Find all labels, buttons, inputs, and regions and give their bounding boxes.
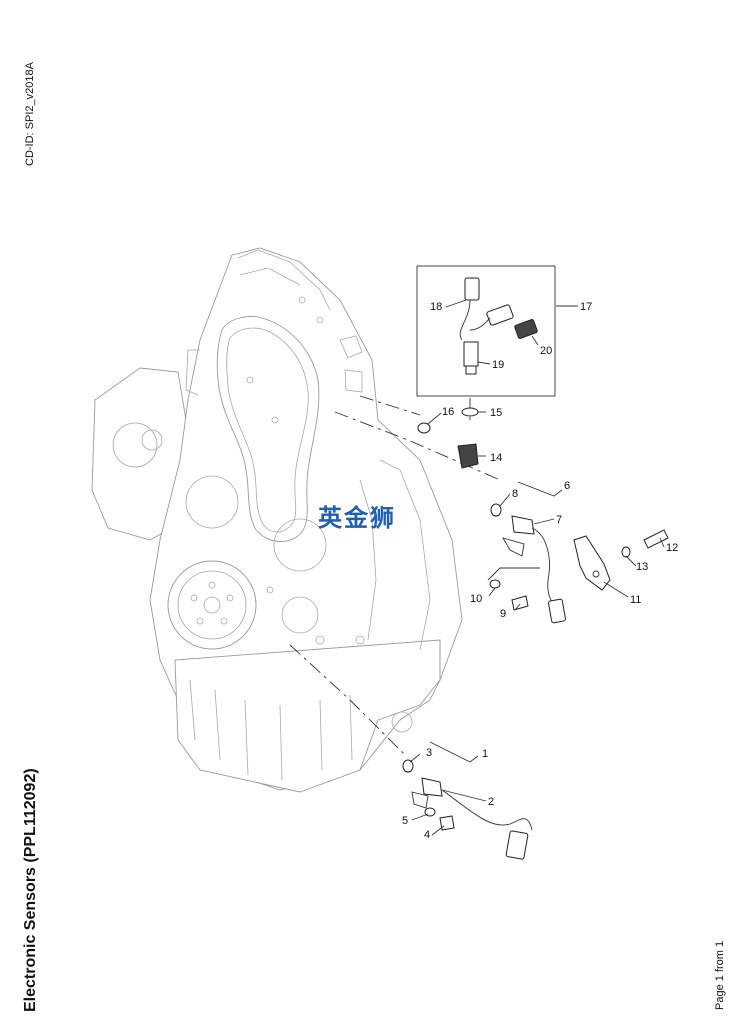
leader-lines bbox=[409, 299, 665, 836]
callout-11: 11 bbox=[630, 594, 641, 606]
kit-17-frame bbox=[416, 265, 556, 397]
callout-16: 16 bbox=[442, 406, 454, 418]
callout-3: 3 bbox=[426, 747, 432, 759]
callout-14: 14 bbox=[490, 452, 502, 464]
callout-18: 18 bbox=[430, 301, 442, 313]
engine-block-drawing bbox=[91, 247, 463, 793]
callout-7: 7 bbox=[556, 514, 562, 526]
callout-9: 9 bbox=[500, 608, 506, 620]
watermark-text: 英金狮 bbox=[318, 504, 396, 532]
callout-6: 6 bbox=[564, 480, 570, 492]
callout-1: 1 bbox=[482, 748, 488, 760]
callout-5: 5 bbox=[402, 815, 408, 827]
callout-labels: 1 2 3 4 5 6 7 8 9 10 11 12 13 14 15 16 1… bbox=[402, 301, 678, 841]
callout-4: 4 bbox=[424, 829, 430, 841]
callout-2: 2 bbox=[488, 796, 494, 808]
callout-19: 19 bbox=[492, 359, 504, 371]
callout-8: 8 bbox=[512, 488, 518, 500]
callout-17: 17 bbox=[580, 301, 592, 313]
callout-20: 20 bbox=[540, 345, 552, 357]
parts-drawings bbox=[402, 277, 669, 860]
callout-13: 13 bbox=[636, 561, 648, 573]
callout-10: 10 bbox=[470, 593, 482, 605]
callout-15: 15 bbox=[490, 407, 502, 419]
callout-12: 12 bbox=[666, 542, 678, 554]
